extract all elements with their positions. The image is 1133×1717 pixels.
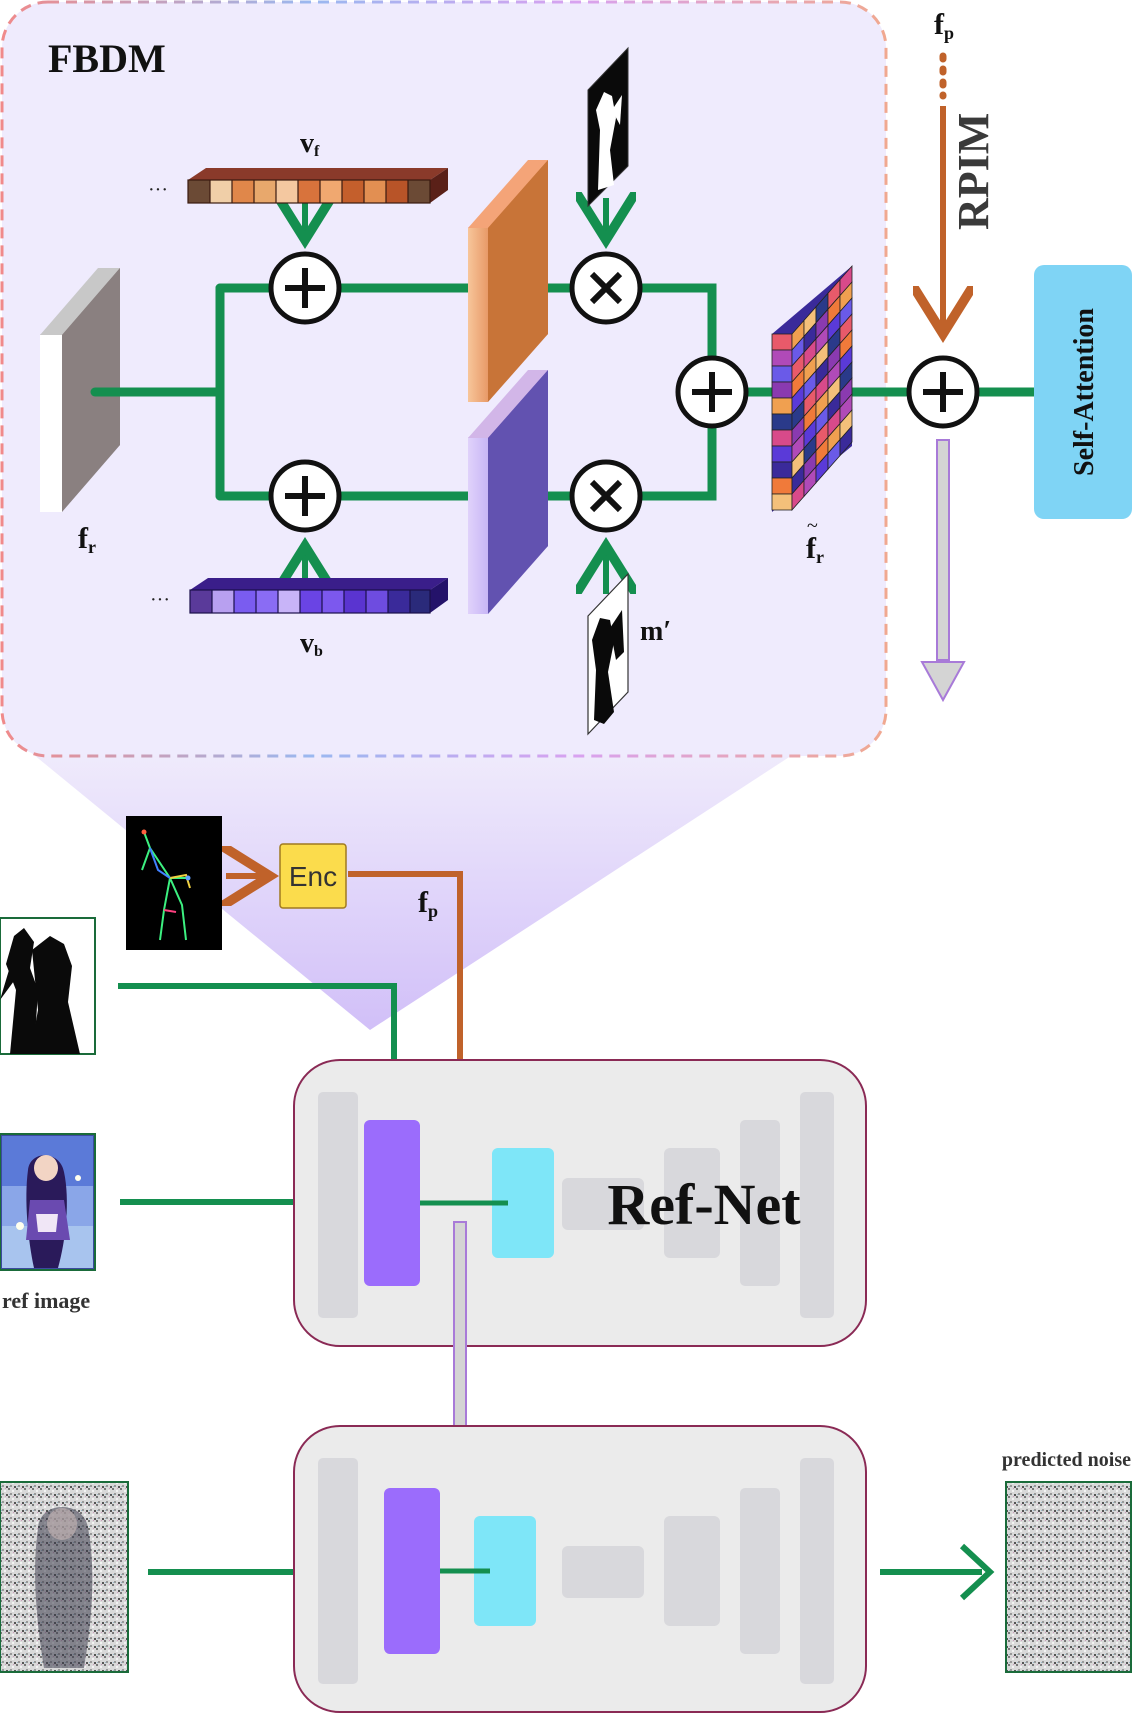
multiply-operator-bottom <box>569 459 643 533</box>
mosaic-cell <box>771 445 793 463</box>
fused-feature-mosaic <box>771 264 853 512</box>
v-f-label: vf <box>300 128 320 160</box>
mask-image-bottom <box>587 572 629 736</box>
self-attention-label: Self-Attention <box>1069 308 1100 476</box>
silhouette-input-image <box>0 917 96 1055</box>
v-b-label: vb <box>300 628 323 660</box>
rpim-fp-label: fp <box>934 8 954 43</box>
pose-skeleton-image <box>126 816 222 950</box>
mosaic-cell <box>771 413 793 431</box>
token-bar-vb <box>189 578 448 614</box>
f-r-tilde-label: fr <box>806 532 824 567</box>
rpim-output-arrow <box>920 439 966 703</box>
denoising-unet-block <box>293 1425 867 1713</box>
mosaic-cell <box>839 424 853 457</box>
add-operator-merge <box>675 355 749 429</box>
rpim-label: RPIM <box>949 113 998 230</box>
rpim-path: fp RPIM <box>934 8 998 334</box>
predicted-noise-label: predicted noise <box>1002 1449 1131 1471</box>
feature-slab-foreground <box>468 160 548 402</box>
tilde-mark: ~ <box>807 515 818 537</box>
add-operator-top <box>268 251 342 325</box>
mosaic-cell <box>771 381 793 399</box>
fbdm-panel: FBDM <box>0 0 888 758</box>
multiply-operator-top <box>569 251 643 325</box>
predicted-noise-image <box>1005 1481 1132 1673</box>
feature-slab-background <box>468 370 548 614</box>
mosaic-cell <box>771 397 793 415</box>
vb-ellipsis: ··· <box>150 589 170 611</box>
token-bar-vf <box>187 168 448 204</box>
f-r-label: fr <box>78 522 96 557</box>
output-arrowhead <box>959 1543 995 1601</box>
add-operator-rpim <box>906 355 980 429</box>
mosaic-cell <box>771 477 793 495</box>
encoder-block: Enc <box>279 843 347 909</box>
mask-image-top <box>587 46 629 208</box>
mosaic-cell <box>771 493 793 511</box>
vf-ellipsis: ··· <box>148 179 168 201</box>
mosaic-cell <box>771 365 793 383</box>
fbdm-title: FBDM <box>48 36 166 81</box>
mosaic-cell <box>771 429 793 447</box>
self-attention-block: Self-Attention <box>1034 265 1132 519</box>
encoder-label: Enc <box>289 861 337 892</box>
ref-net-block: Ref-Net <box>293 1059 867 1347</box>
reference-image <box>0 1133 96 1271</box>
ref-net-label: Ref-Net <box>607 1172 801 1237</box>
mosaic-cell <box>771 461 793 479</box>
enc-fp-label: fp <box>418 886 438 921</box>
m-prime-label: m′ <box>640 616 671 647</box>
add-operator-bottom <box>268 459 342 533</box>
mosaic-cell <box>771 333 793 351</box>
ref-image-label: ref image <box>2 1288 90 1313</box>
noisy-input-image <box>0 1481 129 1673</box>
mosaic-cell <box>771 349 793 367</box>
